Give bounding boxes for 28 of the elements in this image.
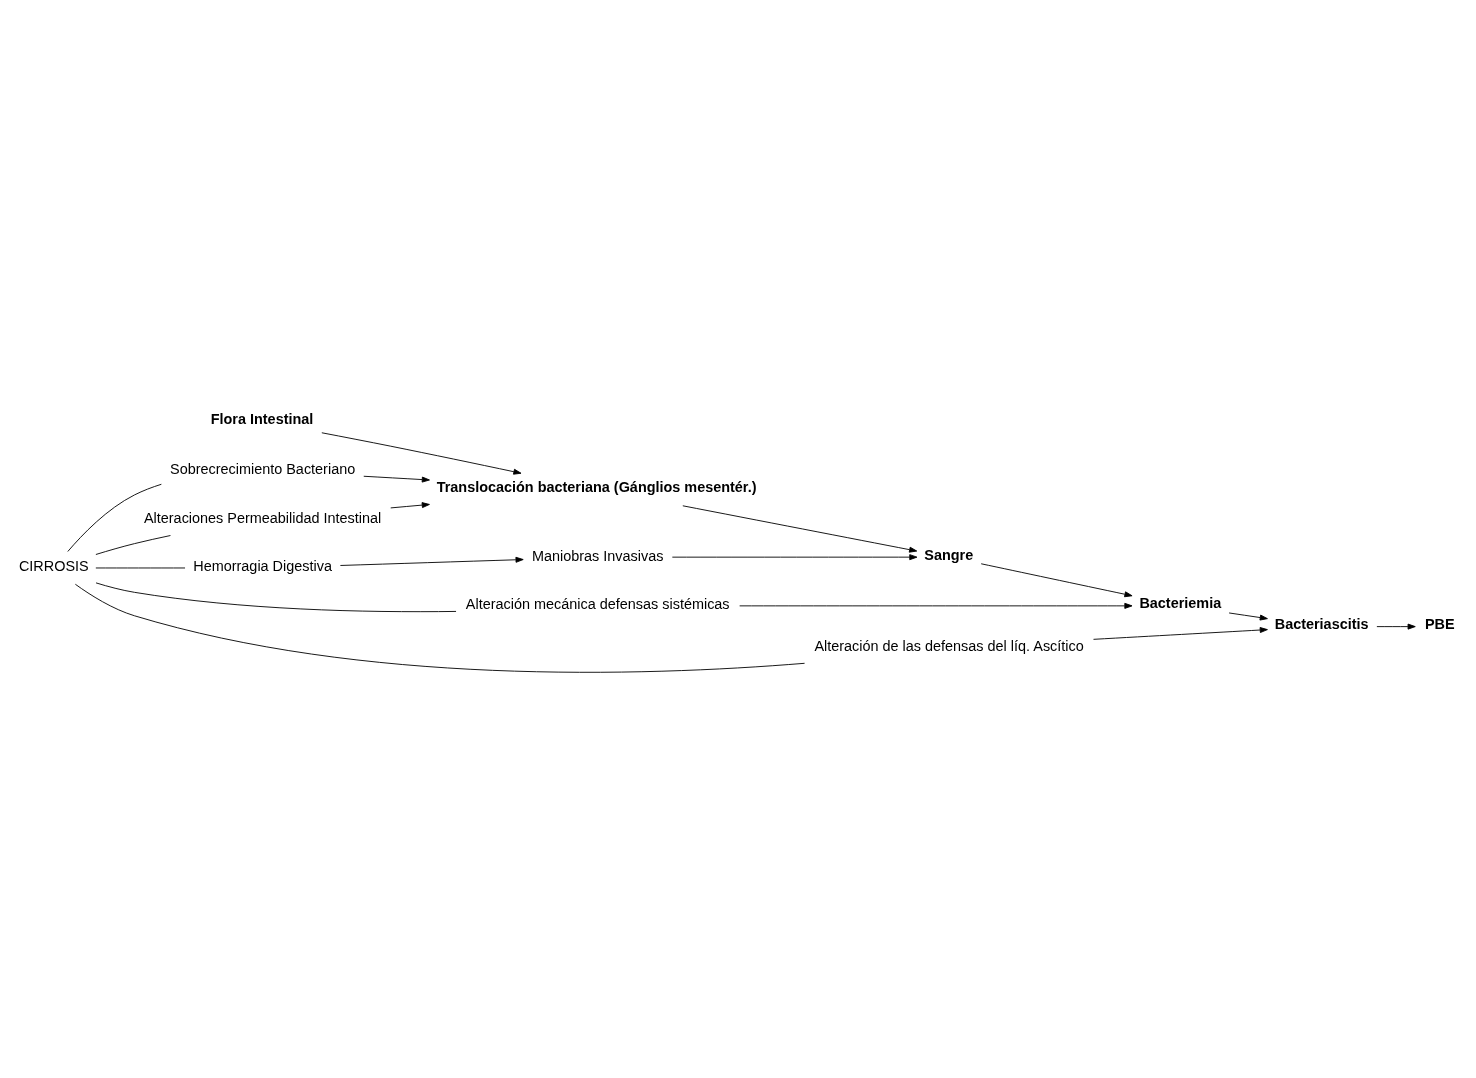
node-text: Alteraciones Permeabilidad Intestinal [143,509,382,526]
node-text: PBE [1424,616,1455,633]
arrow [363,475,430,483]
arrow [1093,627,1268,640]
arrow [682,505,918,553]
node-text: Alteración mecánica defensas sistémicas [465,596,730,613]
node-text: CIRROSIS [18,558,89,575]
node-text: Sangre [924,546,974,563]
arrow [1376,623,1416,630]
connector [67,483,162,552]
arrow [1228,612,1268,621]
node-text: Bacteriascitis [1274,616,1369,633]
node-text: Translocación bacteriana (Gánglios mesentér.) [436,479,757,496]
connector [95,535,171,555]
connector [95,582,457,613]
arrow [390,502,430,509]
arrow [980,563,1133,598]
node-text: Hemorragia Digestiva [193,558,332,575]
node-text: Bacteriemia [1139,595,1222,612]
node-text: Flora Intestinal [210,411,314,428]
arrow [739,602,1133,609]
node-text: Maniobras Invasivas [532,547,664,564]
node-text: Sobrecrecimiento Bacteriano [170,460,356,477]
arrow [671,554,918,561]
connector [74,583,806,673]
arrow [339,556,524,566]
node-text: Alteración de las defensas del líq. Ascítico [814,637,1084,654]
arrow [321,432,522,475]
